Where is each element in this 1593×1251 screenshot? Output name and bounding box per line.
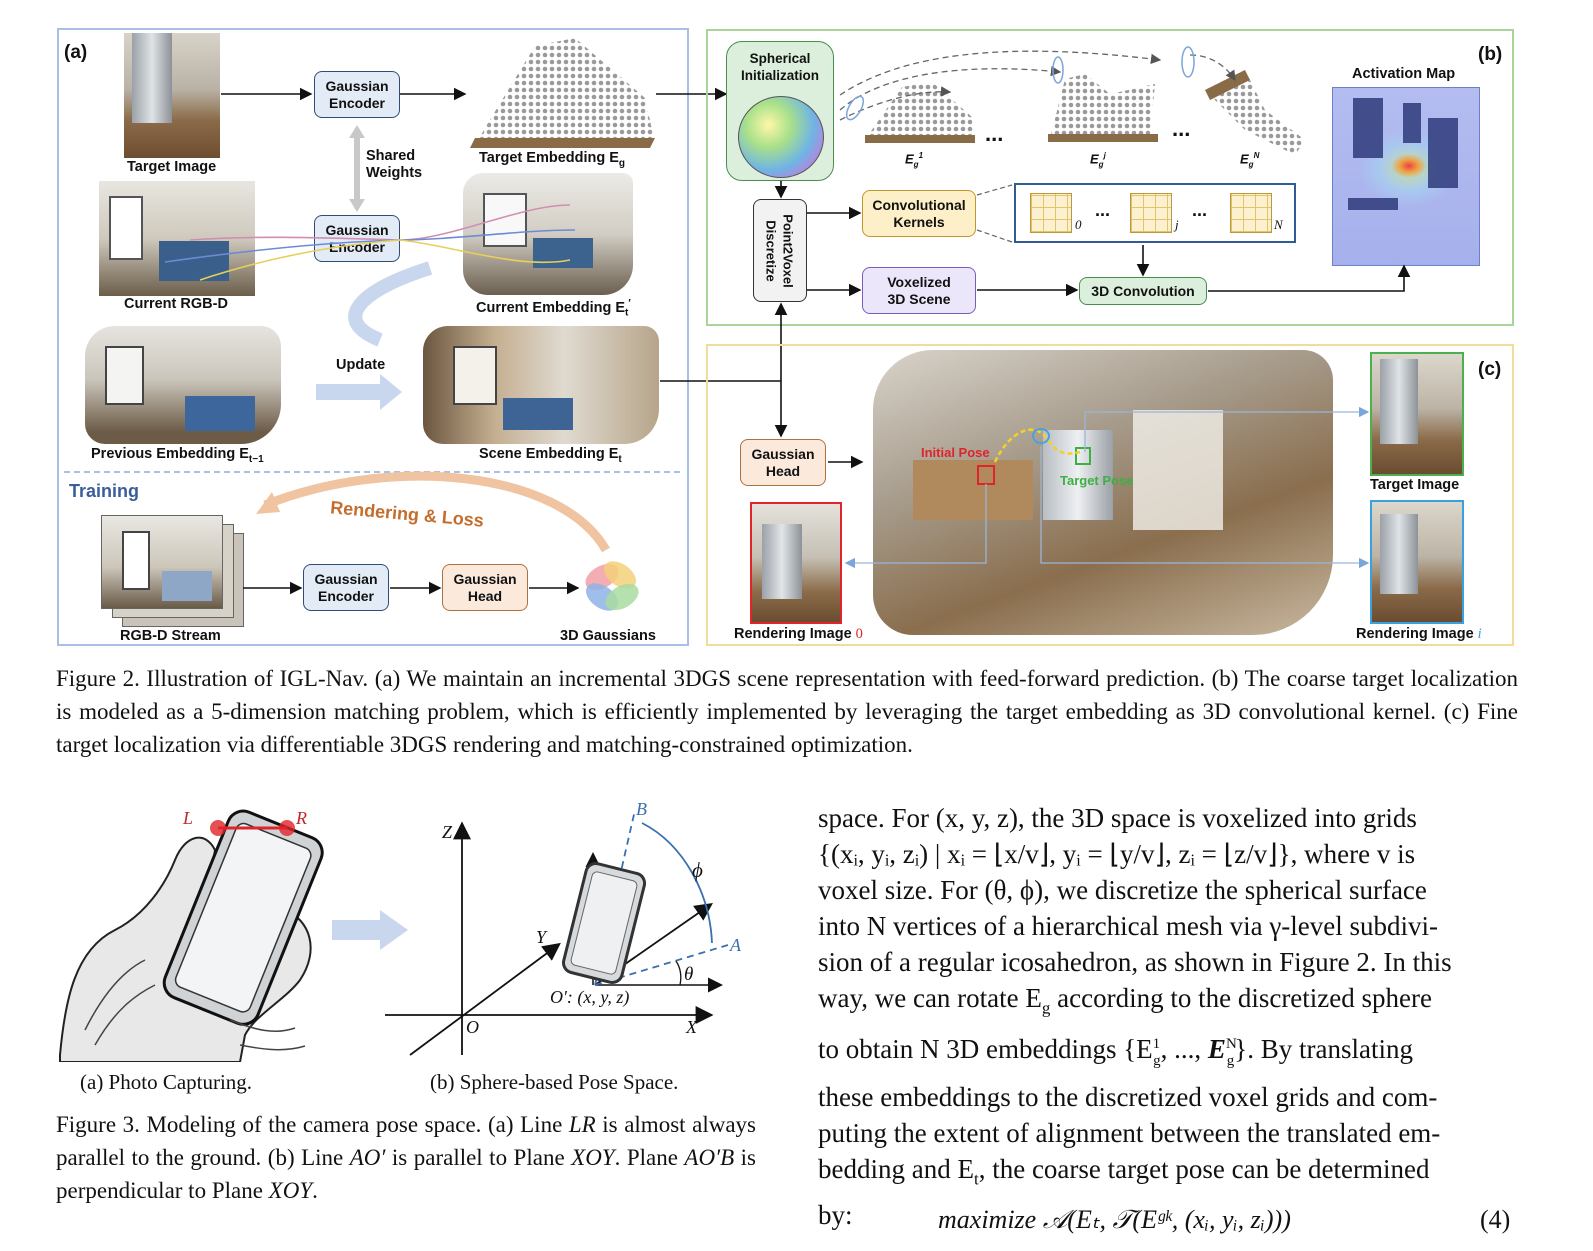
pose-trajectory (828, 406, 1370, 569)
target-embedding-caption: Target Embedding Eg (479, 150, 626, 169)
body-text-column: space. For (x, y, z), the 3D space is vo… (818, 800, 1518, 1233)
kernel-index-n: N (1274, 217, 1283, 232)
rendering-image-i (1370, 500, 1464, 624)
panel-c-label: (c) (1478, 359, 1502, 380)
initial-pose-label: Initial Pose (921, 445, 990, 460)
body-line-9: puting the extent of alignment between t… (818, 1117, 1441, 1148)
kernel-index-0: 0 (1075, 217, 1082, 232)
panel-a-arrows (164, 87, 781, 595)
scene-embedding-caption: Scene Embedding Et (479, 446, 622, 465)
gaussians-3d-icon (580, 553, 644, 617)
eg-rotated-cloud-2 (1040, 74, 1158, 144)
gaussian-encoder-top: Gaussian Encoder (314, 71, 400, 118)
eg-rotated-cloud-3 (1205, 70, 1310, 155)
rendering-image-0 (750, 502, 842, 624)
previous-embedding-caption: Previous Embedding Et−1 (91, 446, 264, 465)
body-line-6: way, we can rotate Eg according to the d… (818, 983, 1432, 1018)
eg-label-n: EgN (1240, 151, 1260, 169)
icosphere-icon (738, 96, 824, 178)
body-line-2: {(xᵢ, yᵢ, zᵢ) | xᵢ = ⌊x/v⌋, yᵢ = ⌊y/v⌋, … (818, 839, 1416, 869)
gaussians-3d-caption: 3D Gaussians (560, 628, 656, 644)
voxelized-scene-box: Voxelized 3D Scene (862, 267, 976, 314)
previous-embedding-cloud (85, 326, 281, 444)
training-divider (64, 471, 680, 473)
kernel-ellipsis-1: ... (1095, 200, 1111, 220)
axis-X: X (686, 1017, 697, 1037)
scene-reconstruction (873, 350, 1333, 635)
ellipsis-2: ... (1172, 116, 1191, 141)
body-line-5: sion of a regular icosahedron, as shown … (818, 947, 1452, 977)
activation-map-title: Activation Map (1352, 66, 1456, 82)
angle-phi: ϕ (692, 858, 703, 882)
body-line-8: these embeddings to the discretized voxe… (818, 1081, 1438, 1112)
training-label: Training (69, 481, 140, 501)
kernel-index-j: j (1175, 217, 1179, 232)
panel-a (57, 28, 689, 646)
equation-4: maximize 𝒜(Eₜ, 𝒯(Eᵍᵏ, (xᵢ, yᵢ, zᵢ))) (938, 1205, 1291, 1234)
equation-number: (4) (1480, 1205, 1511, 1234)
subcaption-a: (a) Photo Capturing. (80, 1070, 253, 1094)
body-line-1: space. For (x, y, z), the 3D space is vo… (818, 803, 1417, 833)
o-prime-label: O′: (x, y, z) (550, 987, 630, 1007)
body-line-11: by: (818, 1200, 853, 1231)
body-line-10: bedding and Et, the coarse target pose c… (818, 1153, 1430, 1189)
pose-space-diagram (385, 809, 729, 1056)
panel-b-arrows (774, 46, 1411, 438)
current-embedding-caption: Current Embedding Et′ (476, 298, 631, 319)
body-line-7: to obtain N 3D embeddings {E1g, ..., ENg… (818, 1034, 1413, 1069)
fig3-transition-arrow (332, 910, 408, 950)
gaussian-encoder-training: Gaussian Encoder (303, 564, 389, 611)
target-image-caption: Target Image (127, 159, 217, 175)
target-image-c-caption: Target Image (1370, 477, 1460, 493)
photo-capturing-illustration (59, 809, 324, 1062)
target-image-photo (124, 33, 220, 158)
rgbd-stream-caption: RGB-D Stream (120, 628, 221, 644)
kernel-ellipsis-2: ... (1192, 200, 1208, 220)
eg-label-j: Egj (1090, 151, 1106, 169)
conv3d-box: 3D Convolution (1079, 277, 1207, 305)
body-line-3: voxel size. For (θ, ϕ), we discretize th… (818, 875, 1427, 905)
origin-O: O (466, 1017, 479, 1037)
panel-a-label: (a) (64, 42, 88, 63)
eg-rotated-cloud-1 (862, 77, 977, 145)
kernel-cube-j (1130, 193, 1172, 233)
target-embedding-cloud (465, 38, 657, 148)
panel-b (706, 29, 1514, 326)
scene-embedding-cloud (423, 326, 659, 444)
gaussian-head-training: Gaussian Head (442, 564, 528, 611)
shared-weights-label: Shared Weights (366, 148, 423, 181)
eg-label-1: Eg1 (905, 151, 924, 169)
update-label: Update (336, 357, 386, 373)
gaussian-head-c: Gaussian Head (740, 439, 826, 486)
target-image-c (1370, 352, 1464, 476)
subcaption-b: (b) Sphere-based Pose Space. (430, 1070, 679, 1094)
figure2-caption: Figure 2. Illustration of IGL-Nav. (a) W… (56, 666, 1518, 757)
convolutional-kernels-box: Convolutional Kernels (862, 190, 976, 237)
rendering-image-i-caption: Rendering Image i (1356, 626, 1482, 642)
point-B: B (636, 799, 647, 819)
rgbd-stream-photo-1 (101, 515, 223, 609)
figure3-caption: Figure 3. Modeling of the camera pose sp… (56, 1112, 756, 1203)
rendering-image-0-caption: Rendering Image 0 (734, 626, 863, 642)
point-A: A (730, 935, 741, 955)
target-pose-label: Target Pose (1060, 473, 1134, 488)
label-R: R (296, 808, 307, 828)
angle-theta: θ (684, 964, 694, 985)
axis-Z: Z (442, 822, 453, 842)
ellipsis-1: ... (985, 121, 1004, 146)
activation-map-image (1332, 87, 1480, 266)
panel-c (706, 344, 1514, 646)
body-line-4: into N vertices of a hierarchical mesh v… (818, 911, 1438, 941)
label-L: L (183, 808, 194, 828)
axis-Y: Y (536, 927, 547, 947)
kernel-cube-0 (1030, 193, 1072, 233)
current-rgbd-caption: Current RGB-D (124, 296, 228, 312)
point2voxel-box: Point2Voxel Discretize (753, 199, 807, 302)
panel-b-label: (b) (1478, 44, 1503, 65)
kernel-cube-n (1230, 193, 1272, 233)
